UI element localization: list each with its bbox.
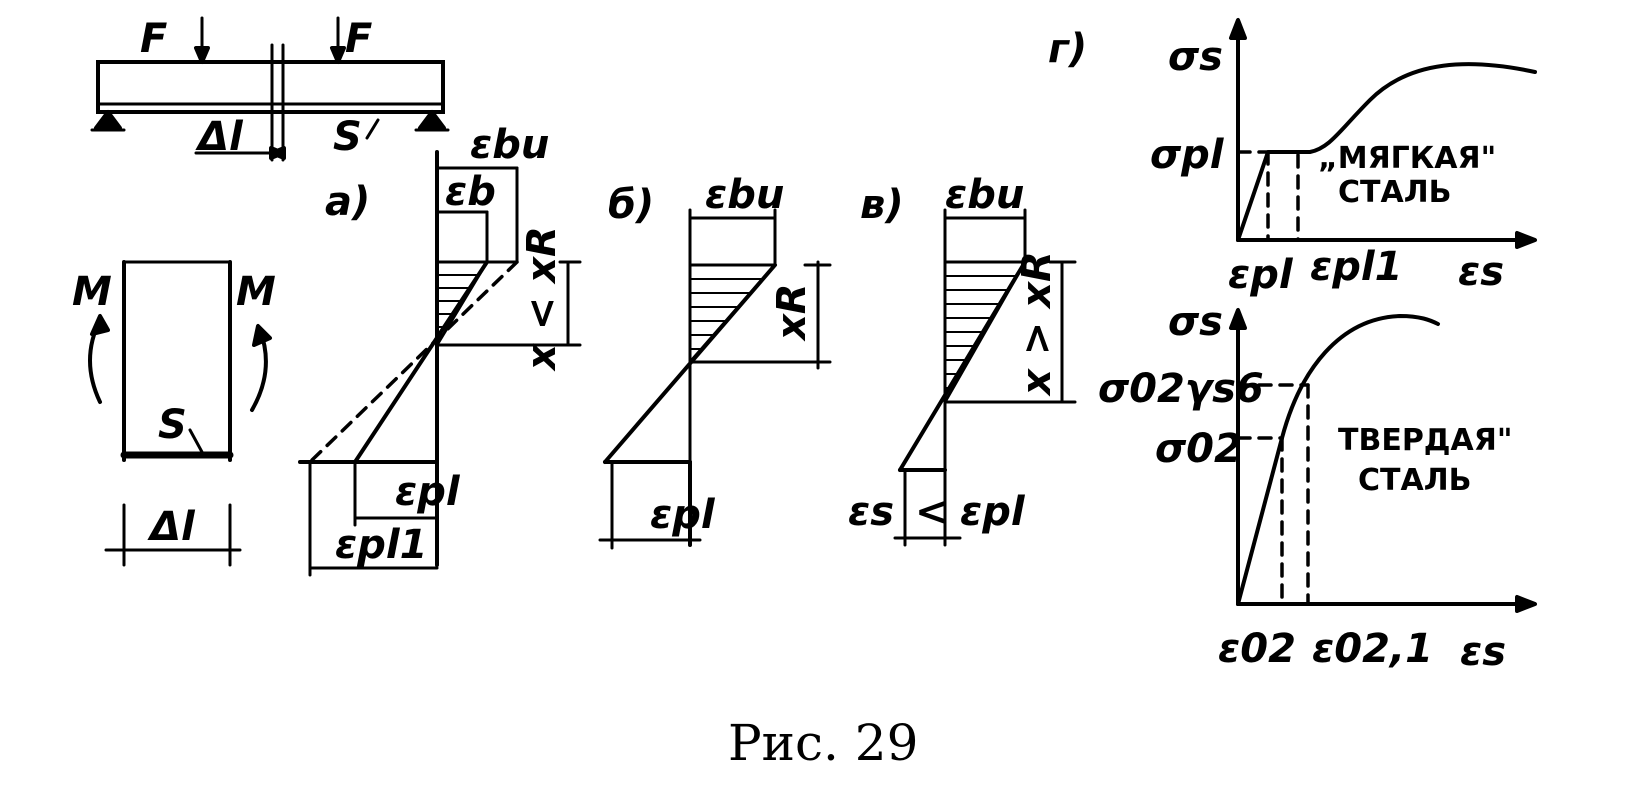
strain-diagram-v: в) εbu x > xR εs < εpl [848, 172, 1077, 547]
diagram-v-eps-pl: εpl [960, 489, 1026, 535]
section-moment-right: M [236, 269, 276, 315]
graph-soft-steel: г) σs σpl „МЯГКАЯ" СТАЛЬ εpl εpl1 εs [1048, 18, 1537, 298]
graph-soft-steel-line1: „МЯГКАЯ" [1318, 141, 1496, 176]
section-element: M M S Δl [72, 260, 276, 567]
figure-caption: Рис. 29 [728, 714, 918, 772]
diagram-a-x-label: x < xR [519, 226, 565, 372]
diagram-b-tag: б) [608, 182, 654, 228]
graph-soft-x-label: εs [1458, 249, 1504, 295]
graph-hard-eps-02: ε02 [1218, 626, 1296, 672]
diagram-v-eps-bu: εbu [945, 172, 1024, 218]
strain-diagram-a: а) εbu εb x < xR εpl εpl1 [298, 122, 582, 577]
graph-hard-eps-021: ε02,1 [1312, 626, 1433, 672]
graph-hard-x-label: εs [1460, 629, 1506, 675]
diagram-b-eps-bu: εbu [705, 172, 784, 218]
diagram-v-x-label: x > xR [1014, 251, 1060, 397]
diagram-a-eps-pl1: εpl1 [335, 522, 427, 568]
diagram-a-tag: а) [325, 179, 370, 225]
beam-rebar-label: S [333, 114, 362, 160]
diagram-a-eps-pl: εpl [395, 469, 461, 515]
graph-hard-sigma-02: σ02 [1155, 426, 1242, 472]
graph-soft-steel-line2: СТАЛЬ [1338, 175, 1451, 210]
diagram-v-tag: в) [860, 182, 904, 228]
beam-load-right: F [345, 16, 372, 62]
diagram-a-eps-b: εb [445, 169, 496, 215]
graph-soft-eps-pl1: εpl1 [1310, 244, 1402, 290]
beam-load-left: F [140, 16, 167, 62]
strain-diagram-b: б) εbu xR εpl [598, 172, 832, 550]
section-moment-left: M [72, 269, 112, 315]
beam-sketch: F F Δl S [90, 16, 450, 162]
graph-soft-sigma-pl: σpl [1150, 132, 1225, 178]
diagram-b-eps-pl: εpl [650, 492, 716, 538]
graph-hard-steel: σs σ02γs6 σ02 ТВЕРДАЯ" СТАЛЬ ε02 ε02,1 ε… [1098, 299, 1537, 675]
diagram-v-eps-s: εs [848, 489, 894, 535]
section-rebar-label: S [158, 402, 187, 448]
graph-soft-tag: г) [1048, 26, 1087, 72]
section-delta-l: Δl [147, 504, 196, 550]
graph-soft-eps-pl: εpl [1228, 252, 1294, 298]
diagram-b-x-label: xR [769, 283, 815, 342]
beam-delta-l: Δl [195, 114, 244, 160]
graph-hard-y-label: σs [1168, 299, 1223, 345]
graph-hard-steel-line2: СТАЛЬ [1358, 463, 1471, 498]
diagram-a-eps-bu: εbu [470, 122, 549, 168]
graph-hard-steel-line1: ТВЕРДАЯ" [1338, 423, 1512, 458]
diagram-v-less: < [915, 489, 949, 535]
graph-soft-y-label: σs [1168, 34, 1223, 80]
graph-hard-sigma-02-gamma: σ02γs6 [1098, 366, 1264, 412]
